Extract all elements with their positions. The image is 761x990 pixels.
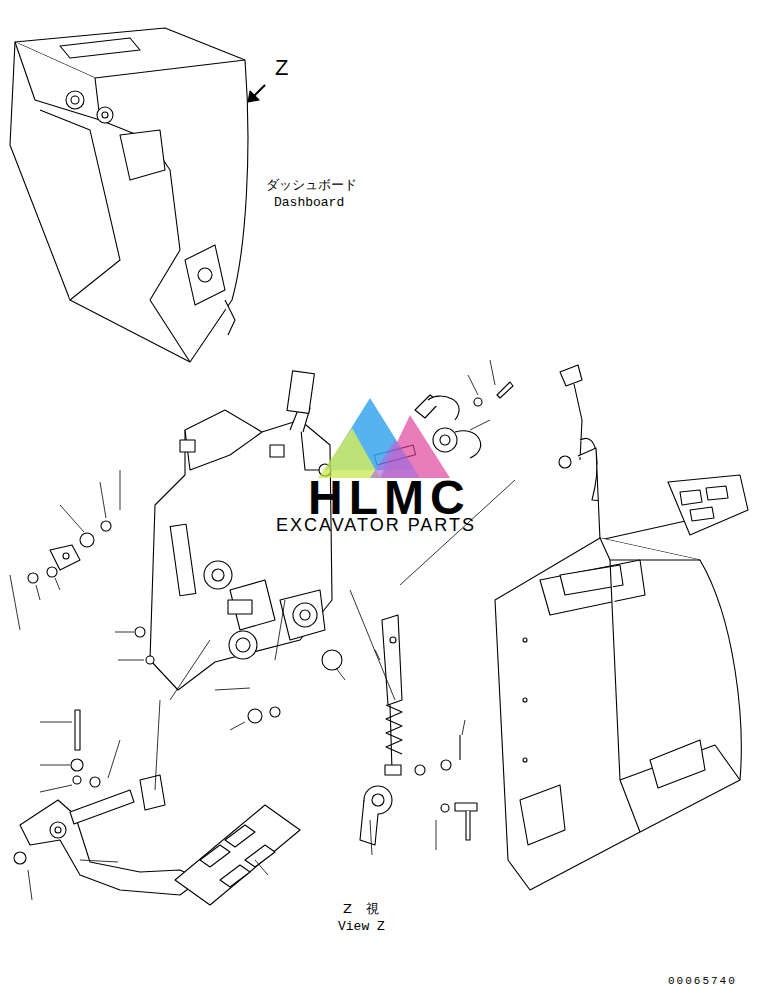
view-letter: Z [275,56,288,80]
view-label: View Z [338,920,385,934]
drawing-number: 00065740 [668,975,737,987]
view-label: Z 視 [343,902,379,916]
part-name: Dashboard [274,196,344,210]
part-name: ダッシュボード [266,178,357,192]
watermark: EXCAVATOR PARTS [276,516,476,536]
